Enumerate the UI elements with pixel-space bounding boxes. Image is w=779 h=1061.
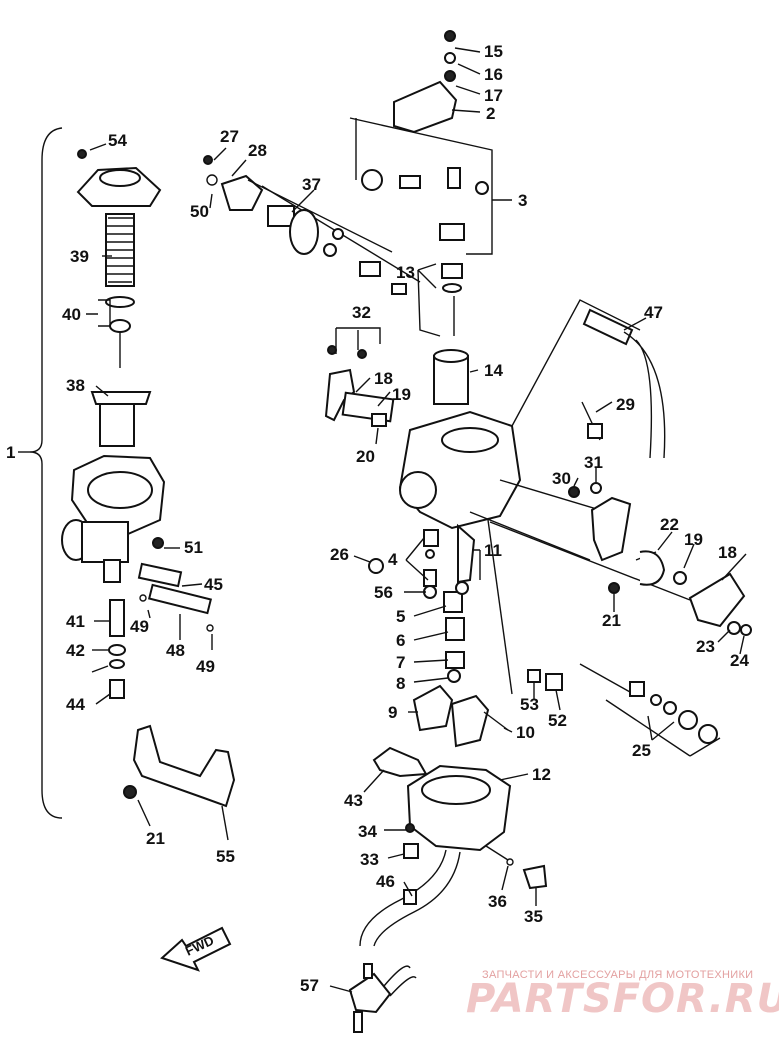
callout-label: 19 bbox=[684, 530, 703, 549]
callout-label: 44 bbox=[66, 695, 85, 714]
callout-label: 39 bbox=[70, 247, 89, 266]
callout-label: 13 bbox=[396, 263, 415, 282]
callout-label: 48 bbox=[166, 641, 185, 660]
callout-label: 17 bbox=[484, 86, 503, 105]
jets-column bbox=[368, 519, 563, 695]
callout-label: 55 bbox=[216, 847, 235, 866]
callout-label: 24 bbox=[730, 651, 749, 670]
callout-label: 40 bbox=[62, 305, 81, 324]
callout-label: 9 bbox=[388, 703, 397, 722]
float-bowl-part bbox=[372, 746, 548, 890]
callout-label: 8 bbox=[396, 674, 405, 693]
callout-label: 21 bbox=[146, 829, 165, 848]
callout-label: 27 bbox=[220, 127, 239, 146]
callout-label: 28 bbox=[248, 141, 267, 160]
callout-label: 10 bbox=[516, 723, 535, 742]
callout-label: 50 bbox=[190, 202, 209, 221]
leader-lines bbox=[86, 47, 747, 993]
callout-label: 47 bbox=[644, 303, 663, 322]
carb-top-cover-group bbox=[349, 30, 493, 405]
hose-47-part bbox=[582, 308, 666, 459]
fwd-arrow: FWD bbox=[160, 926, 232, 972]
callout-label: 11 bbox=[484, 541, 502, 560]
callout-label: 5 bbox=[396, 607, 405, 626]
callout-labels: 1 2 3 4 5 6 7 8 9 10 11 12 13 14 15 16 1… bbox=[6, 42, 749, 995]
callout-label: 23 bbox=[696, 637, 715, 656]
starter-plunger-group bbox=[203, 155, 421, 295]
callout-label: 46 bbox=[376, 872, 395, 891]
callout-label: 45 bbox=[204, 575, 223, 594]
watermark: ЗАПЧАСТИ И АКСЕССУАРЫ ДЛЯ МОТОТЕХНИКИ PA… bbox=[466, 969, 779, 1022]
callout-label: 21 bbox=[602, 611, 621, 630]
callout-label: 16 bbox=[484, 65, 503, 84]
bracket-plate-part bbox=[123, 724, 236, 808]
callout-label: 33 bbox=[360, 850, 379, 869]
carburetor-main-body bbox=[398, 299, 691, 601]
callout-label: 3 bbox=[518, 191, 527, 210]
callout-label: 52 bbox=[548, 711, 567, 730]
callout-label: 29 bbox=[616, 395, 635, 414]
callout-label: 7 bbox=[396, 653, 405, 672]
callout-label: 22 bbox=[660, 515, 679, 534]
watermark-tagline: ЗАПЧАСТИ И АКСЕССУАРЫ ДЛЯ МОТОТЕХНИКИ bbox=[482, 969, 753, 981]
callout-label: 2 bbox=[486, 104, 495, 123]
assembly-bracket bbox=[29, 127, 63, 819]
carburetor-top-body-part bbox=[61, 454, 166, 583]
callout-label: 18 bbox=[374, 369, 393, 388]
adjust-screw-29 bbox=[581, 401, 603, 441]
callout-label: 53 bbox=[520, 695, 539, 714]
callout-label: 51 bbox=[184, 538, 203, 557]
callout-label: 49 bbox=[196, 657, 215, 676]
callout-label: 14 bbox=[484, 361, 503, 380]
callout-label: 4 bbox=[388, 550, 398, 569]
fitting-parts bbox=[108, 599, 126, 699]
float-parts bbox=[412, 684, 509, 748]
diaphragm-cover-part bbox=[76, 149, 162, 207]
callout-label: 43 bbox=[344, 791, 363, 810]
callout-label: 19 bbox=[392, 385, 411, 404]
hose-parts-left bbox=[137, 537, 214, 632]
drain-hose-46 bbox=[359, 849, 461, 947]
callout-label: 35 bbox=[524, 907, 543, 926]
watermark-brand: PARTSFOR.RU bbox=[466, 976, 779, 1022]
callout-label: 34 bbox=[358, 822, 377, 841]
callout-label: 36 bbox=[488, 892, 507, 911]
callout-label: 49 bbox=[130, 617, 149, 636]
callout-label: 54 bbox=[108, 131, 127, 150]
callout-label: 18 bbox=[718, 543, 737, 562]
callout-label: 1 bbox=[6, 443, 15, 462]
callout-label: 20 bbox=[356, 447, 375, 466]
joint-57-part bbox=[348, 963, 417, 1033]
needle-set-part bbox=[105, 296, 135, 368]
callout-label: 38 bbox=[66, 376, 85, 395]
callout-label: 30 bbox=[552, 469, 571, 488]
callout-label: 37 bbox=[302, 175, 321, 194]
callout-label: 15 bbox=[484, 42, 503, 61]
callout-label: 25 bbox=[632, 741, 651, 760]
callout-label: 57 bbox=[300, 976, 319, 995]
callout-label: 41 bbox=[66, 612, 85, 631]
callout-label: 32 bbox=[352, 303, 371, 322]
piston-valve-part bbox=[90, 391, 152, 447]
callout-label: 12 bbox=[532, 765, 551, 784]
callout-label: 42 bbox=[66, 641, 85, 660]
callout-label: 31 bbox=[584, 453, 603, 472]
spring-part bbox=[105, 213, 135, 287]
callout-label: 26 bbox=[330, 545, 349, 564]
throttle-linkage-group bbox=[324, 327, 395, 427]
callout-label: 6 bbox=[396, 631, 405, 650]
idle-screw-25-group bbox=[579, 663, 721, 757]
callout-label: 56 bbox=[374, 583, 393, 602]
